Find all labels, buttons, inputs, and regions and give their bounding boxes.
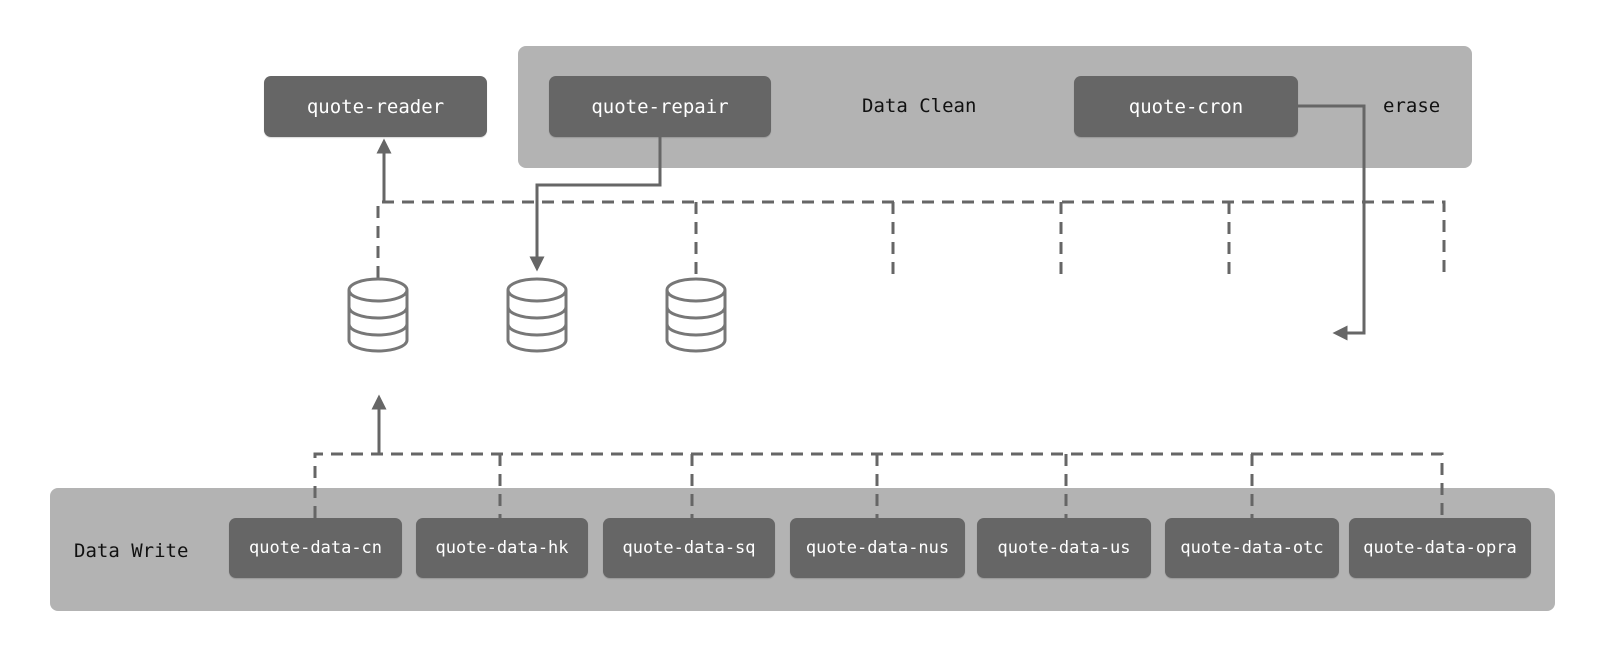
repair-arrow [529,137,662,272]
quote-repair-node[interactable]: quote-repair [549,76,771,137]
read-bus-dashed [376,200,1446,278]
data-write-title: Data Write [74,540,189,562]
cron-arrow [1298,104,1366,341]
write-node-label: quote-data-us [997,538,1131,558]
write-node-nus[interactable]: quote-data-nus [790,518,965,578]
write-node-label: quote-data-opra [1363,538,1517,558]
quote-cron-node[interactable]: quote-cron [1074,76,1298,137]
write-node-otc[interactable]: quote-data-otc [1165,518,1339,578]
write-node-label: quote-data-sq [622,538,756,558]
write-node-hk[interactable]: quote-data-hk [416,518,588,578]
write-bus-dashed [313,452,1444,518]
write-node-cn[interactable]: quote-data-cn [229,518,402,578]
quote-reader-label: quote-reader [306,95,445,118]
write-node-sq[interactable]: quote-data-sq [603,518,775,578]
write-node-label: quote-data-nus [805,538,950,558]
data-clean-title: Data Clean [862,95,977,117]
erase-label: erase [1383,95,1441,117]
quote-repair-label: quote-repair [591,95,729,118]
quote-cron-label: quote-cron [1128,95,1244,118]
write-node-label: quote-data-cn [248,538,383,558]
database-icon [347,277,409,353]
write-node-us[interactable]: quote-data-us [977,518,1151,578]
write-node-label: quote-data-otc [1180,538,1324,558]
write-node-label: quote-data-hk [435,538,569,558]
database-icon [665,277,727,353]
write-node-opra[interactable]: quote-data-opra [1349,518,1531,578]
database-icon [506,277,568,353]
quote-reader-node[interactable]: quote-reader [264,76,487,137]
